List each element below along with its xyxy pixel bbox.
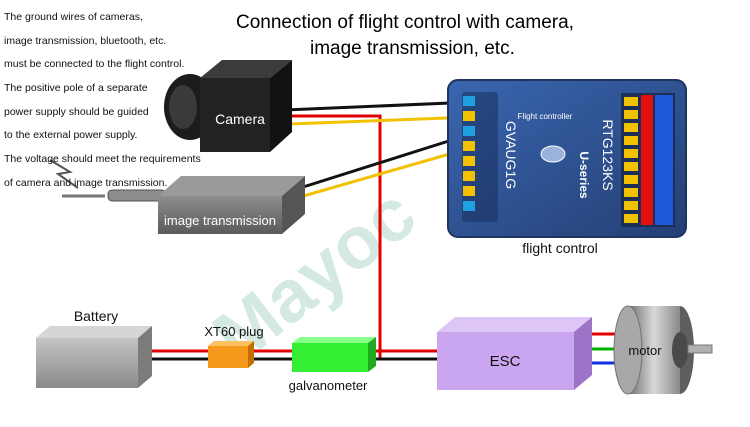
motor: motor [613, 305, 713, 395]
esc-label: ESC [490, 353, 521, 370]
flight-controller-header: Flight controller [518, 112, 573, 121]
note-line: The voltage should meet the requirements [4, 153, 201, 165]
flight-controller-right-labels: RTG123KS [600, 119, 616, 190]
title-line-2: image transmission, etc. [310, 38, 515, 59]
flight-control-label: flight control [522, 240, 597, 256]
note-line: The ground wires of cameras, [4, 11, 143, 23]
battery-label: Battery [74, 308, 118, 324]
note-line: to the external power supply. [4, 129, 138, 141]
camera: Camera [164, 60, 292, 152]
xt60-label: XT60 plug [204, 324, 263, 339]
flight-controller: Flight controller U-series GVAUG1G RTG12… [447, 79, 687, 238]
note-line: of camera and image transmission. [4, 177, 168, 189]
power-wires [150, 332, 628, 365]
camera-wires [284, 100, 475, 360]
xt60-plug [208, 341, 254, 368]
fc-left-pins [463, 96, 475, 211]
flight-controller-left-labels: GVAUG1G [503, 121, 519, 189]
esc: ESC [437, 317, 592, 390]
note-line: image transmission, bluetooth, etc. [4, 35, 167, 47]
battery [36, 326, 152, 388]
camera-label: Camera [215, 111, 265, 127]
flight-controller-series: U-series [577, 151, 591, 199]
image-transmission: image transmission [49, 159, 305, 234]
galvanometer [292, 337, 376, 372]
transmission-wires [299, 131, 475, 199]
title-line-1: Connection of flight control with camera… [236, 12, 574, 33]
galvanometer-label: galvanometer [289, 378, 368, 393]
note-line: power supply should be guided [4, 106, 149, 118]
note-line: must be connected to the flight control. [4, 58, 185, 70]
fc-right-pins [621, 93, 675, 227]
image-transmission-label: image transmission [164, 213, 276, 228]
motor-label: motor [628, 343, 662, 358]
note-line: The positive pole of a separate [4, 82, 148, 94]
